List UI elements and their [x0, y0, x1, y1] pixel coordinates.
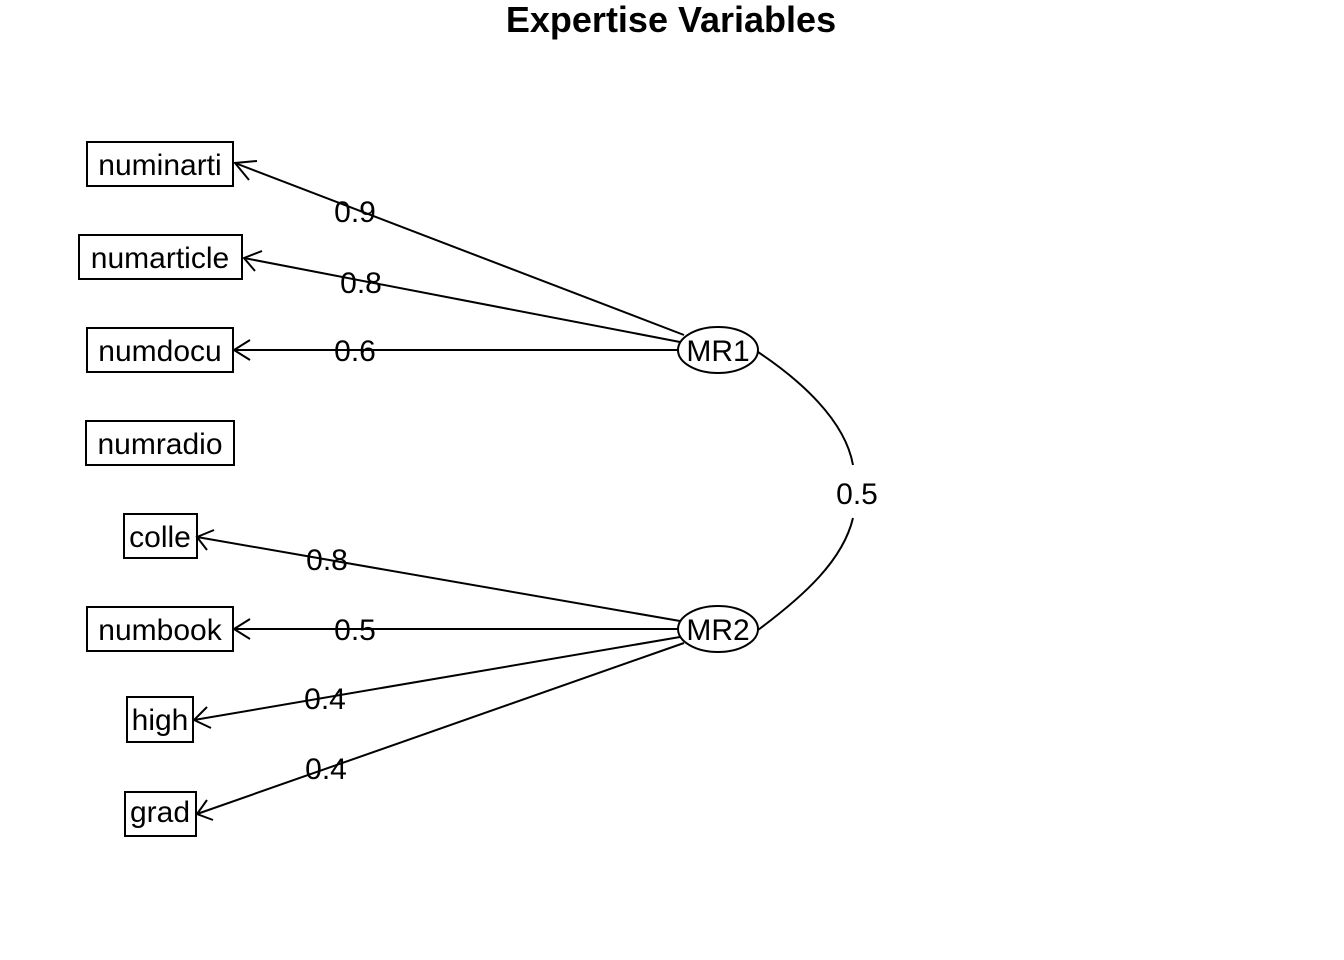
- factor-mr2-label: MR2: [686, 614, 749, 647]
- variable-high: high: [126, 696, 194, 743]
- diagram-title: Expertise Variables: [506, 0, 836, 40]
- variable-numinarti: numinarti: [86, 141, 234, 187]
- loading-label-grad: 0.4: [305, 753, 347, 786]
- loading-label-numinarti: 0.9: [334, 196, 376, 229]
- correlation-curve: [757, 351, 854, 466]
- variable-high-label: high: [132, 704, 189, 737]
- loading-label-numbook: 0.5: [334, 614, 376, 647]
- variable-numradio: numradio: [85, 420, 235, 466]
- loading-label-numdocu: 0.6: [334, 335, 376, 368]
- variable-numarticle-label: numarticle: [91, 242, 229, 275]
- loading-label-high: 0.4: [304, 683, 346, 716]
- loading-arrow-mr1-numarticle: [242, 250, 681, 343]
- loading-arrow-mr1-numinarti: [233, 160, 685, 336]
- factor-mr1-label: MR1: [686, 335, 749, 368]
- variable-colle: colle: [123, 513, 198, 559]
- variable-numdocu-label: numdocu: [98, 335, 221, 368]
- variable-grad-label: grad: [130, 796, 190, 829]
- variable-colle-label: colle: [129, 521, 191, 554]
- correlation-label: 0.5: [836, 478, 878, 511]
- loading-arrow-mr1-numdocu: [232, 339, 679, 361]
- loading-label-colle: 0.8: [306, 544, 348, 577]
- variable-numradio-label: numradio: [97, 428, 222, 461]
- variable-numarticle: numarticle: [78, 234, 243, 280]
- loading-label-numarticle: 0.8: [340, 267, 382, 300]
- loading-arrow-mr2-colle: [195, 529, 681, 622]
- factor-mr1: MR1: [677, 326, 759, 374]
- variable-numbook: numbook: [86, 606, 234, 652]
- loading-arrow-mr2-numbook: [232, 618, 679, 640]
- loading-arrow-mr2-high: [192, 636, 681, 729]
- variable-grad: grad: [124, 791, 197, 837]
- variable-numdocu: numdocu: [86, 327, 234, 373]
- factor-mr2: MR2: [677, 605, 759, 653]
- variable-numinarti-label: numinarti: [98, 149, 221, 182]
- variable-numbook-label: numbook: [98, 614, 222, 647]
- correlation-curve-lower: [757, 517, 854, 631]
- loading-arrow-mr2-grad: [195, 642, 685, 821]
